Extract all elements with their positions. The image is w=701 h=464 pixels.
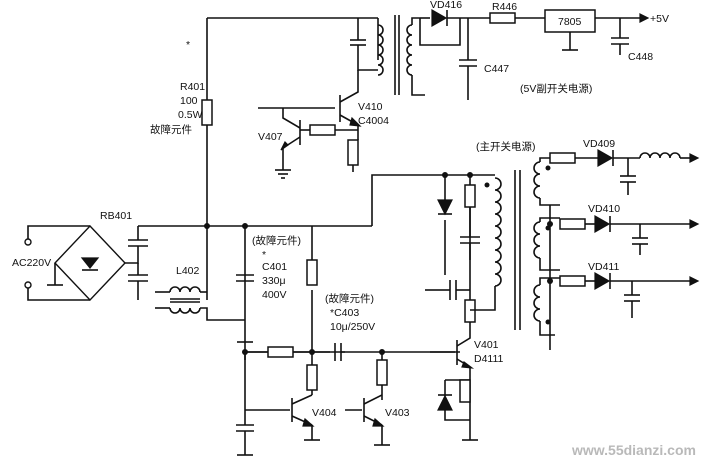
v404-label: V404 (312, 407, 337, 419)
vd416-label: VD416 (430, 0, 462, 11)
regulator-label: 7805 (558, 16, 582, 28)
c448-label: C448 (628, 51, 653, 63)
labels: VD416 R446 7805 +5V C447 C448 (5V副开关电源) … (12, 0, 696, 458)
d4111-label: D4111 (474, 353, 504, 365)
out-5v-label: +5V (650, 13, 669, 25)
c401-star: * (262, 249, 266, 261)
c4004-label: C4004 (358, 115, 389, 127)
v407-label: V407 (258, 131, 283, 143)
junction-dots (204, 172, 553, 355)
ac-input-label: AC220V (12, 257, 51, 269)
fault-label-2: (故障元件) (252, 234, 301, 247)
r401-star: * (186, 39, 190, 51)
c403-label: *C403 (330, 307, 359, 319)
v410-v407-section (258, 70, 362, 179)
vd410-label: VD410 (588, 203, 620, 215)
r401-label: R401 (180, 81, 205, 93)
main-supply-title: (主开关电源) (476, 140, 536, 153)
r446-label: R446 (492, 1, 517, 13)
c403-value: 10μ/250V (330, 321, 375, 333)
main-switcher (306, 148, 700, 441)
fault-label-3: (故障元件) (325, 292, 374, 305)
r401-value: 100 (180, 95, 198, 107)
c447-label: C447 (484, 63, 509, 75)
vd411-label: VD411 (588, 261, 619, 273)
rb401-label: RB401 (100, 210, 132, 222)
v410-label: V410 (358, 101, 383, 113)
main-wiring (138, 17, 495, 360)
v401-label: V401 (474, 339, 499, 351)
watermark-text: www.55dianzi.com (571, 442, 696, 458)
v404-v403-section (236, 346, 390, 456)
aux-supply-title: (5V副开关电源) (520, 82, 592, 95)
c401-voltage: 400V (262, 289, 287, 301)
v403-label: V403 (385, 407, 410, 419)
c401-label: C401 (262, 261, 287, 273)
c401-value: 330μ (262, 275, 286, 287)
l402-label: L402 (176, 265, 200, 277)
input-stage (24, 224, 254, 343)
r401-power: 0.5W (178, 109, 203, 121)
aux-supply (350, 8, 650, 100)
vd409-label: VD409 (583, 138, 615, 150)
r401 (201, 99, 213, 126)
fault-label-1: 故障元件 (150, 123, 192, 136)
